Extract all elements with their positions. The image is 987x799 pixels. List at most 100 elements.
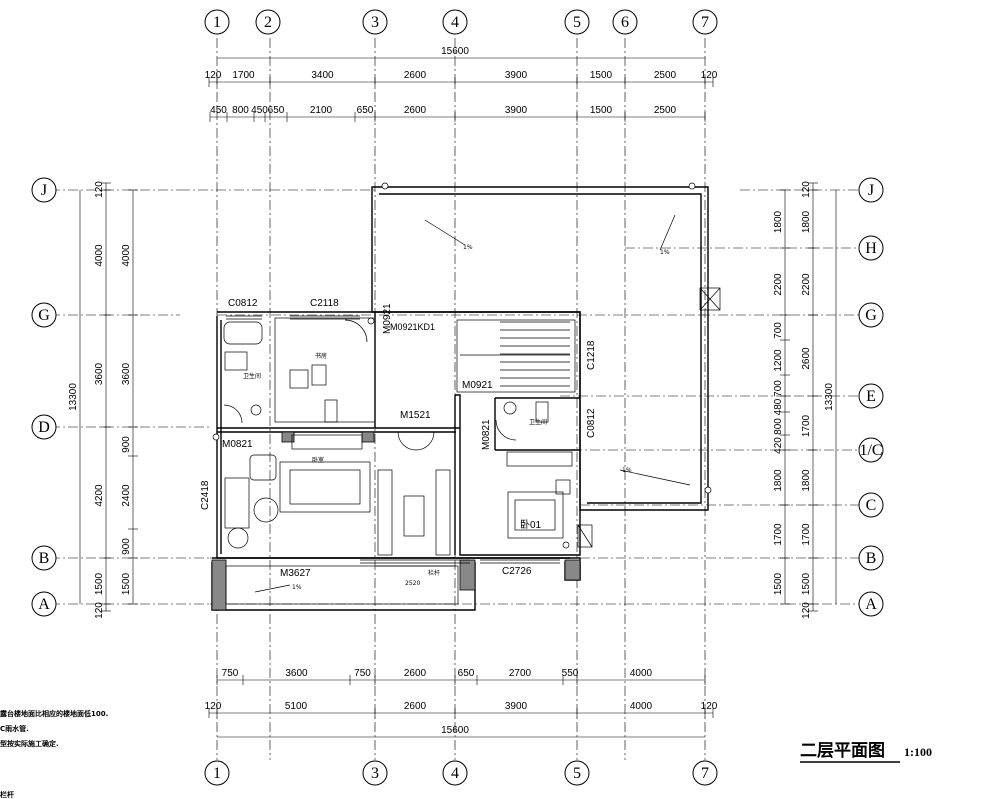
room-label-bath-left: 卫生间 bbox=[243, 372, 261, 380]
axis-bubble-top-4-label: 4 bbox=[451, 14, 459, 31]
staircase-outline bbox=[456, 319, 576, 393]
dim-top-row1-text-0: 120 bbox=[205, 70, 222, 81]
round-table-left bbox=[253, 497, 279, 523]
dim-bottom-row1-text-4: 650 bbox=[458, 668, 475, 679]
slope-label-roof-right: 1% bbox=[660, 249, 670, 256]
drawing-scale: 1:100 bbox=[904, 745, 932, 759]
axis-bubble-bottom-4-label: 4 bbox=[451, 765, 459, 782]
dim-left-outer-text-0: 120 bbox=[94, 181, 105, 198]
dim-left-outer-text-5: 120 bbox=[94, 602, 105, 619]
dim-top-row2-text-6: 2600 bbox=[404, 105, 427, 116]
dim-bottom-row1-text-2: 750 bbox=[354, 668, 371, 679]
axis-bubble-right-0-label: J bbox=[868, 182, 874, 199]
door-label-m0921: M0921 bbox=[462, 380, 493, 391]
nightstand-right bbox=[555, 479, 571, 495]
axis-bubble-top-3-circle bbox=[362, 9, 388, 35]
sofa-left bbox=[224, 477, 250, 529]
axis-bubble-bottom-1-label: 1 bbox=[213, 765, 221, 782]
dim-left-outer-text-1: 4000 bbox=[94, 244, 105, 267]
dim-top-row1-text-1: 1700 bbox=[232, 70, 255, 81]
door-label-m0821-right: M0821 bbox=[481, 419, 492, 450]
dim-top-row2-text-1: 800 bbox=[232, 105, 249, 116]
closet-right bbox=[435, 469, 451, 556]
dim-right-outer-text-4: 1700 bbox=[801, 414, 812, 437]
closet-left bbox=[377, 469, 393, 556]
dim-right-total-text: 13300 bbox=[824, 383, 835, 411]
axis-bubble-top-5-label: 5 bbox=[573, 14, 581, 31]
axis-bubble-bottom-5-circle bbox=[564, 760, 590, 786]
bed-left bbox=[279, 461, 371, 513]
door-swing-m1521-b bbox=[415, 431, 435, 451]
axis-bubble-right-6-label: B bbox=[866, 550, 877, 567]
dimension-lines bbox=[79, 57, 837, 738]
balcony-outline bbox=[225, 565, 459, 605]
wardrobe-left bbox=[291, 434, 363, 450]
armchair-left bbox=[249, 454, 277, 481]
axis-bubble-left-B-circle bbox=[31, 545, 57, 571]
wardrobe-right bbox=[506, 451, 573, 467]
window-label-c1218: C1218 bbox=[586, 340, 597, 370]
window-label-c2726: C2726 bbox=[502, 566, 532, 577]
dim-right-outer-text-3: 2600 bbox=[801, 347, 812, 370]
axis-bubble-right-5-circle bbox=[858, 492, 884, 518]
column-hatch-3 bbox=[281, 431, 295, 443]
dim-top-total-text: 15600 bbox=[441, 46, 469, 57]
axis-bubble-bottom-1-circle bbox=[204, 760, 230, 786]
dim-top-row1-text-3: 2600 bbox=[404, 70, 427, 81]
label-rail: 栏杆 bbox=[428, 569, 440, 577]
dim-left-inner-text-1: 3600 bbox=[121, 362, 132, 385]
drawing-title-block: 二层平面图 1:100 bbox=[800, 741, 932, 763]
axis-bubble-top-7-label: 7 bbox=[701, 14, 709, 31]
dim-left-inner-text-5: 1500 bbox=[121, 572, 132, 595]
dim-bottom-row2-text-5: 120 bbox=[701, 701, 718, 712]
window-label-c0812-right: C0812 bbox=[586, 408, 597, 438]
axis-bubble-bottom-3-label: 3 bbox=[371, 765, 379, 782]
wall-segment-2 bbox=[217, 311, 581, 556]
axis-bubble-right-5-label: C bbox=[866, 497, 877, 514]
dim-right-mid-text-7: 420 bbox=[773, 437, 784, 454]
dim-right-mid-text-3: 1200 bbox=[773, 349, 784, 372]
dim-top-row2-text-3: 650 bbox=[268, 105, 285, 116]
dim-right-mid-text-1: 2200 bbox=[773, 273, 784, 296]
dim-right-mid-text-0: 1800 bbox=[773, 210, 784, 233]
dim-left-inner-text-3: 2400 bbox=[121, 484, 132, 507]
axis-bubble-right-2-label: G bbox=[865, 307, 877, 324]
note-line-2: C雨水管. bbox=[0, 724, 29, 733]
downpipe-0 bbox=[381, 182, 389, 190]
column-hatch-4 bbox=[361, 431, 375, 443]
axis-bubble-top-6-label: 6 bbox=[621, 14, 629, 31]
axis-bubble-left-A-label: A bbox=[38, 596, 50, 613]
dim-right-outer-text-0: 120 bbox=[801, 181, 812, 198]
window-label-c0812-top: C0812 bbox=[228, 298, 258, 309]
room-label-study: 书房 bbox=[315, 352, 327, 360]
toilet bbox=[224, 351, 248, 371]
dim-top-row2-text-4: 2100 bbox=[310, 105, 333, 116]
chimney-cross-b bbox=[699, 287, 721, 311]
dim-right-outer-text-7: 1500 bbox=[801, 572, 812, 595]
bed-right-inner bbox=[514, 499, 556, 531]
door-swing-m1521-a bbox=[397, 431, 417, 451]
notes: 露台楼地面比相应的楼地面低100. C雨水管. 型按实际施工确定. 栏杆 bbox=[0, 709, 108, 799]
dim-right-mid-text-4: 700 bbox=[773, 380, 784, 397]
dim-bottom-row1-text-0: 750 bbox=[222, 668, 239, 679]
dim-bottom-row1-text-1: 3600 bbox=[285, 668, 308, 679]
axis-bubble-top-1-circle bbox=[204, 9, 230, 35]
dim-left-inner-text-4: 900 bbox=[121, 538, 132, 555]
wall-segment-1 bbox=[379, 193, 702, 504]
note-line-1: 露台楼地面比相应的楼地面低100. bbox=[0, 709, 108, 718]
slope-arrow-0 bbox=[424, 219, 466, 246]
dim-top-row2-text-2: 450 bbox=[251, 105, 268, 116]
axis-bubble-top-2-circle bbox=[255, 9, 281, 35]
dim-bottom-row1-text-7: 4000 bbox=[630, 668, 653, 679]
dim-right-mid-text-8: 1800 bbox=[773, 469, 784, 492]
axis-bubble-bottom-5-label: 5 bbox=[573, 765, 581, 782]
downpipe-4 bbox=[212, 433, 220, 441]
door-label-m1521: M1521 bbox=[400, 410, 431, 421]
dim-right-mid-text-2: 700 bbox=[773, 322, 784, 339]
axis-bubble-bottom-7-label: 7 bbox=[701, 765, 709, 782]
axis-bubble-right-0-circle bbox=[858, 177, 884, 203]
dim-bottom-row2-text-3: 3900 bbox=[505, 701, 528, 712]
washbasin-left bbox=[250, 404, 262, 416]
slope-label-terrace: 1% bbox=[622, 467, 632, 474]
dim-bottom-row2-text-0: 120 bbox=[205, 701, 222, 712]
